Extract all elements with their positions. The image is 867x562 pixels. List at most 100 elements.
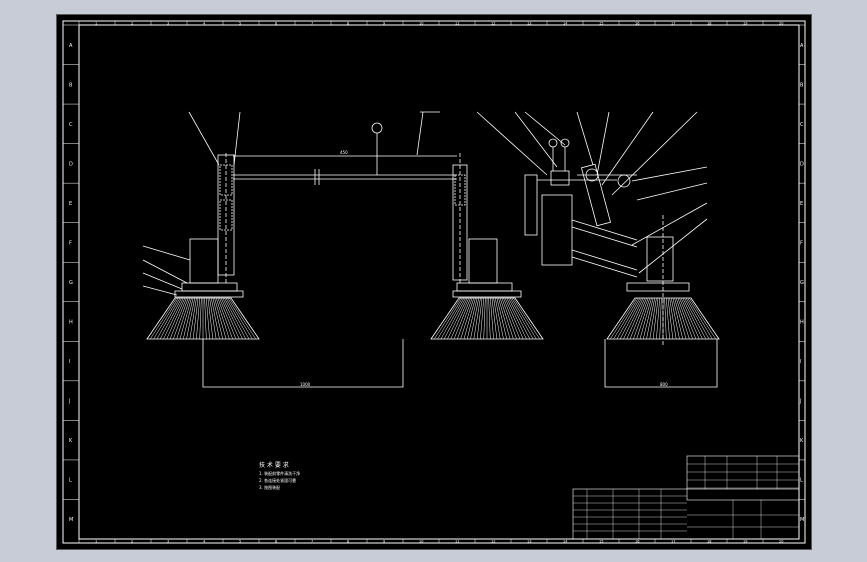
brush-bristle	[511, 297, 537, 340]
brush-bristle	[189, 297, 197, 340]
brush-bristle	[434, 297, 461, 340]
brush-bristle	[230, 297, 260, 340]
left-column-spring-2	[219, 199, 233, 231]
dimension-text-top: 450	[340, 150, 348, 155]
brush-bristle	[636, 297, 651, 340]
side-leader-1	[476, 111, 548, 176]
brush-bristle	[483, 297, 486, 340]
col-label-bottom: 2	[131, 540, 133, 544]
brush-bristle	[176, 297, 191, 340]
col-label-bottom: 11	[455, 540, 459, 544]
brush-bristle	[219, 297, 237, 340]
brush-bristle	[677, 297, 693, 340]
brush-bristle	[463, 297, 476, 340]
side-leader-11	[638, 218, 708, 274]
brush-bristle	[207, 297, 214, 340]
row-label-left: H	[69, 320, 73, 326]
brush-bristle	[623, 297, 644, 340]
col-label-top: 15	[599, 22, 603, 26]
border-zone-ticks	[63, 21, 805, 543]
row-label-right: J	[799, 399, 801, 405]
col-label-top: 7	[311, 22, 313, 26]
col-label-top: 1	[95, 22, 97, 26]
tech-requirement-1: 1. 装配前零件清洗干净	[259, 470, 300, 476]
row-label-left: E	[69, 201, 72, 207]
brush-bristle	[687, 297, 713, 340]
brush-bristle	[494, 297, 504, 340]
brush-bristle	[227, 297, 253, 340]
row-label-left: K	[69, 438, 73, 444]
col-label-top: 14	[563, 22, 568, 26]
brush-bristle	[196, 297, 200, 340]
row-label-left: D	[69, 161, 73, 167]
title-block-upper	[686, 455, 800, 501]
col-label-bottom: 1	[95, 540, 97, 544]
brush-bristle	[656, 297, 660, 340]
brush-bristle	[457, 297, 473, 340]
col-label-top: 20	[779, 22, 783, 26]
side-leader-9	[636, 182, 708, 201]
col-label-bottom: 7	[311, 540, 313, 544]
left-motor-base	[181, 282, 238, 292]
side-leader-3	[524, 111, 566, 146]
side-leader-4	[576, 111, 594, 166]
col-label-top: 11	[455, 22, 459, 26]
col-label-bottom: 14	[563, 540, 568, 544]
right-brush-plate	[452, 290, 522, 298]
left-view	[142, 111, 522, 388]
side-leader-8	[631, 166, 708, 182]
row-label-left: J	[68, 399, 70, 405]
brush-bristle	[606, 297, 636, 340]
brush-bristle	[490, 297, 494, 340]
side-actuator	[580, 163, 612, 227]
title-block-grid	[573, 456, 799, 539]
brush-bristle	[501, 297, 517, 340]
brush-bristle	[156, 297, 181, 340]
title-block	[572, 455, 800, 540]
col-label-bottom: 19	[743, 540, 747, 544]
brush-bristle	[212, 297, 224, 340]
brush-bristle	[169, 297, 187, 340]
brush-bristle	[508, 297, 531, 340]
side-clamp	[550, 170, 570, 186]
col-label-bottom: 8	[347, 540, 349, 544]
brush-bristle	[220, 297, 240, 340]
valve-gauge	[371, 122, 383, 134]
tech-requirement-2: 2. 各连接处紧固可靠	[259, 477, 296, 483]
brush-bristle	[633, 297, 649, 340]
brush-bristle	[166, 297, 186, 340]
brush-bristle	[173, 297, 189, 340]
right-motor	[468, 238, 498, 284]
brush-bristle	[480, 297, 484, 340]
brush-bristle	[610, 297, 637, 340]
brush-bristle	[672, 297, 684, 340]
title-block-lower	[572, 488, 800, 540]
brush-bristle	[689, 297, 716, 340]
col-label-bottom: 5	[239, 540, 241, 544]
row-label-right: I	[800, 359, 801, 365]
brush-bristle	[186, 297, 196, 340]
row-label-right: C	[800, 122, 804, 128]
inner-frame	[78, 24, 800, 540]
brush-bristle	[450, 297, 470, 340]
leader-4	[142, 245, 191, 261]
col-label-bottom: 9	[383, 540, 385, 544]
side-gauge-a	[548, 138, 558, 148]
dimension-text-right: 800	[660, 382, 668, 387]
right-brush	[430, 297, 544, 340]
col-label-bottom: 4	[203, 540, 206, 544]
brush-bristle	[153, 297, 179, 340]
side-leader-7	[611, 111, 698, 196]
side-leader-2	[514, 111, 558, 168]
brush-bristle	[509, 297, 534, 340]
col-label-bottom: 18	[707, 540, 711, 544]
brush-bristle	[159, 297, 182, 340]
brush-bristle	[192, 297, 199, 340]
side-bracket	[541, 194, 573, 266]
row-label-right: L	[800, 478, 803, 484]
brush-bristle	[642, 297, 654, 340]
col-label-top: 10	[419, 22, 423, 26]
brush-bristle	[214, 297, 227, 340]
